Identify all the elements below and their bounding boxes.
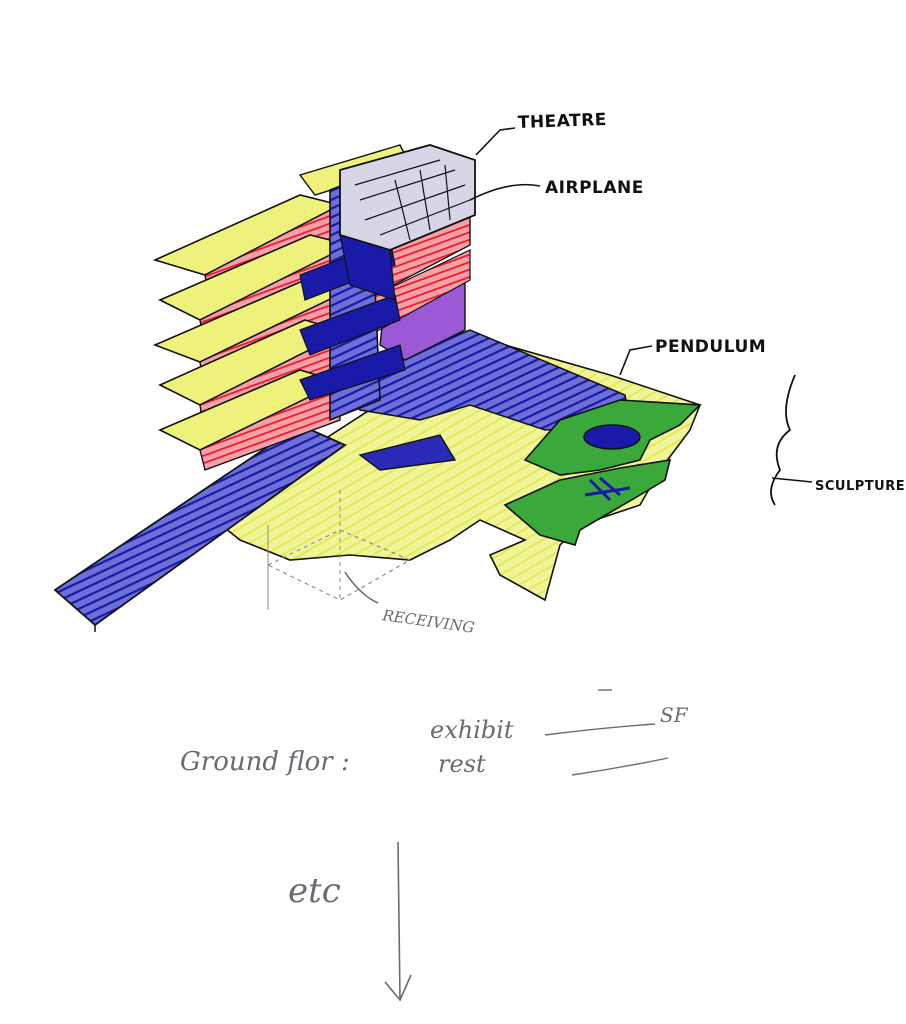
note-sf: SF — [660, 703, 689, 727]
sculpture-platform — [503, 459, 672, 546]
note-etc: etc — [288, 871, 341, 911]
receiving-box — [266, 490, 412, 610]
label-theatre: THEATRE — [517, 110, 607, 133]
entry-ramp — [53, 423, 347, 632]
note-lines — [544, 689, 669, 776]
note-exhibit: exhibit — [430, 716, 514, 744]
leader-lines — [344, 127, 813, 604]
floor-stack — [152, 144, 471, 471]
label-airplane: AIRPLANE — [545, 178, 644, 198]
down-arrow — [384, 841, 412, 1002]
label-sculpture: SCULPTURE — [815, 479, 905, 494]
sculpture-squiggle — [770, 374, 796, 506]
label-pendulum: PENDULUM — [655, 337, 766, 357]
pendulum-platform — [523, 399, 702, 476]
theatre-box — [339, 144, 476, 301]
note-rest: rest — [438, 750, 486, 778]
label-receiving: RECEIVING — [380, 606, 475, 637]
note-ground-floor: Ground flor : — [180, 747, 350, 777]
